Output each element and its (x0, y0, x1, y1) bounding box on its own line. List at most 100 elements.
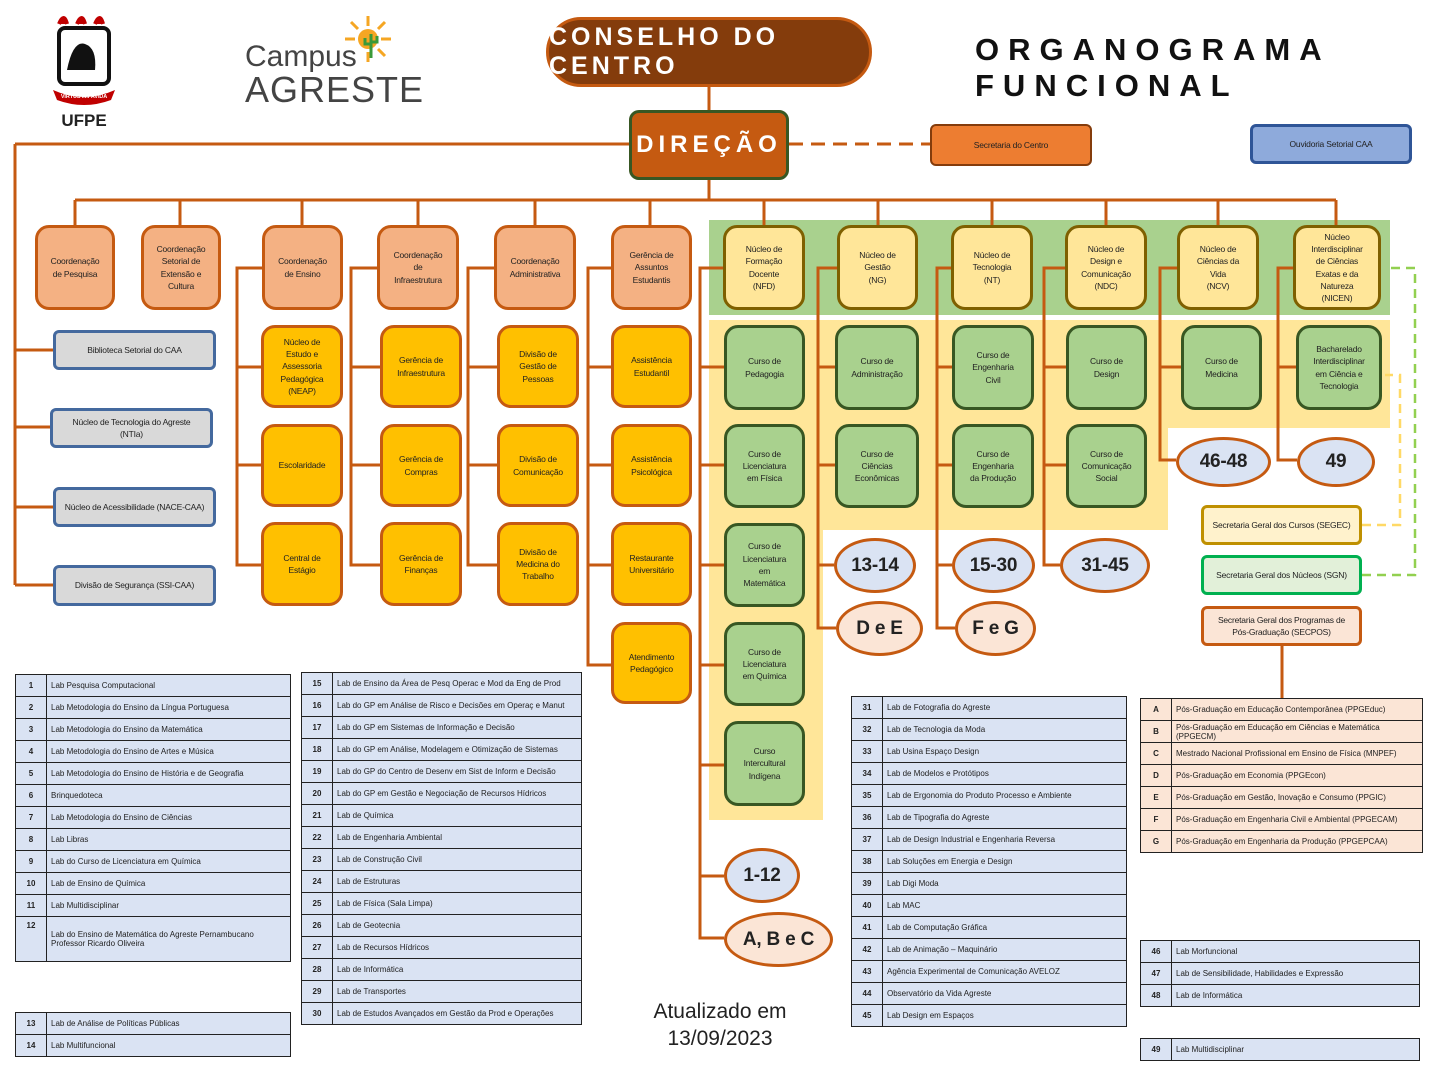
lab-name: Pós-Graduação em Educação Contemporânea … (1171, 698, 1423, 721)
node-assist-estudantil: Assistência Estudantil (611, 325, 692, 408)
lab-name: Lab de Transportes (332, 980, 582, 1003)
node-c-civil: Curso de Engenharia Civil (952, 325, 1034, 410)
node-ssi: Divisão de Segurança (SSI-CAA) (53, 565, 216, 606)
node-o-1-12: 1-12 (724, 848, 800, 903)
node-div-pessoas: Divisão de Gestão de Pessoas (497, 325, 579, 408)
lab-name: Lab Soluções em Energia e Design (882, 850, 1127, 873)
lab-code: 41 (851, 916, 883, 939)
lab-name: Lab de Tipografia do Agreste (882, 806, 1127, 829)
campus-logo-line2: AGRESTE (245, 69, 425, 110)
updated-date: 13/09/2023 (667, 1027, 773, 1051)
node-ger-infra: Gerência de Infraestrutura (380, 325, 462, 408)
node-restaurante: Restaurante Universitário (611, 522, 692, 606)
node-nfd: Núcleo de Formação Docente (NFD) (723, 225, 805, 310)
node-coord-infra: Coordenação de Infraestrutura (377, 225, 459, 310)
lab-code: 28 (301, 958, 333, 981)
lab-name: Lab Metodologia do Ensino da Língua Port… (46, 696, 291, 719)
node-o-49: 49 (1297, 437, 1375, 487)
node-coord-admin: Coordenação Administrativa (494, 225, 576, 310)
lab-name: Agência Experimental de Comunicação AVEL… (882, 960, 1127, 983)
lab-code: 38 (851, 850, 883, 873)
lab-name: Pós-Graduação em Educação em Ciências e … (1171, 720, 1423, 743)
sun-cactus-icon (345, 16, 391, 62)
node-segec: Secretaria Geral dos Cursos (SEGEC) (1201, 505, 1362, 545)
lab-code: 47 (1140, 962, 1172, 985)
lab-name: Lab Pesquisa Computacional (46, 674, 291, 697)
page-title: ORGANOGRAMA FUNCIONAL (975, 32, 1330, 103)
lab-name: Lab de Sensibilidade, Habilidades e Expr… (1171, 962, 1420, 985)
node-c-producao: Curso de Engenharia da Produção (952, 424, 1034, 508)
node-c-intercultural: Curso Intercultural Indígena (724, 721, 805, 806)
node-c-economicas: Curso de Ciências Econômicas (835, 424, 919, 508)
node-c-bict: Bacharelado Interdisciplinar em Ciência … (1296, 325, 1382, 410)
lab-code: 2 (15, 696, 47, 719)
lab-name: Lab do GP do Centro de Desenv em Sist de… (332, 760, 582, 783)
node-atend-pedag: Atendimento Pedagógico (611, 622, 692, 704)
lab-code: 3 (15, 718, 47, 741)
node-coord-extensao: Coordenação Setorial de Extensão e Cultu… (141, 225, 221, 310)
node-neap: Núcleo de Estudo e Assessoria Pedagógica… (261, 325, 343, 408)
lab-name: Lab de Design Industrial e Engenharia Re… (882, 828, 1127, 851)
node-assist-psico: Assistência Psicológica (611, 424, 692, 507)
lab-name: Lab Digi Moda (882, 872, 1127, 895)
lab-code: 21 (301, 804, 333, 827)
lab-code: 7 (15, 806, 47, 829)
ufpe-crest-icon (53, 16, 115, 105)
lab-name: Lab de Informática (332, 958, 582, 981)
lab-name: Lab de Computação Gráfica (882, 916, 1127, 939)
lab-code: 22 (301, 826, 333, 849)
lab-name: Lab do Ensino de Matemática do Agreste P… (46, 916, 291, 962)
lab-code: 24 (301, 870, 333, 893)
lab-code: 26 (301, 914, 333, 937)
lab-code: 25 (301, 892, 333, 915)
lab-code: 42 (851, 938, 883, 961)
org-lines (13, 87, 1338, 940)
lab-code: 1 (15, 674, 47, 697)
lab-code: 23 (301, 848, 333, 871)
lab-name: Pós-Graduação em Economia (PPGEcon) (1171, 764, 1423, 787)
node-o-15-30: 15-30 (952, 538, 1035, 593)
lab-code: C (1140, 742, 1172, 765)
lab-code: G (1140, 830, 1172, 853)
lab-name: Lab Multidisciplinar (1171, 1038, 1420, 1061)
lab-code: 35 (851, 784, 883, 807)
lab-name: Lab de Animação – Maquinário (882, 938, 1127, 961)
lab-name: Lab de Recursos Hídricos (332, 936, 582, 959)
lab-code: 48 (1140, 984, 1172, 1007)
node-ger-financas: Gerência de Finanças (380, 522, 462, 606)
node-ncv: Núcleo de Ciências da Vida (NCV) (1177, 225, 1259, 310)
lab-code: 12 (15, 916, 47, 962)
lab-name: Lab de Modelos e Protótipos (882, 762, 1127, 785)
node-o-abc: A, B e C (724, 912, 833, 967)
lab-name: Lab de Química (332, 804, 582, 827)
lab-code: 14 (15, 1034, 47, 1057)
lab-name: Lab de Engenharia Ambiental (332, 826, 582, 849)
lab-code: 40 (851, 894, 883, 917)
node-c-pedagogia: Curso de Pedagogia (724, 325, 805, 410)
lab-code: 27 (301, 936, 333, 959)
lab-name: Lab Usina Espaço Design (882, 740, 1127, 763)
lab-name: Lab de Geotecnia (332, 914, 582, 937)
update-note: Atualizado em 13/09/2023 (640, 998, 800, 1053)
lab-code: 11 (15, 894, 47, 917)
